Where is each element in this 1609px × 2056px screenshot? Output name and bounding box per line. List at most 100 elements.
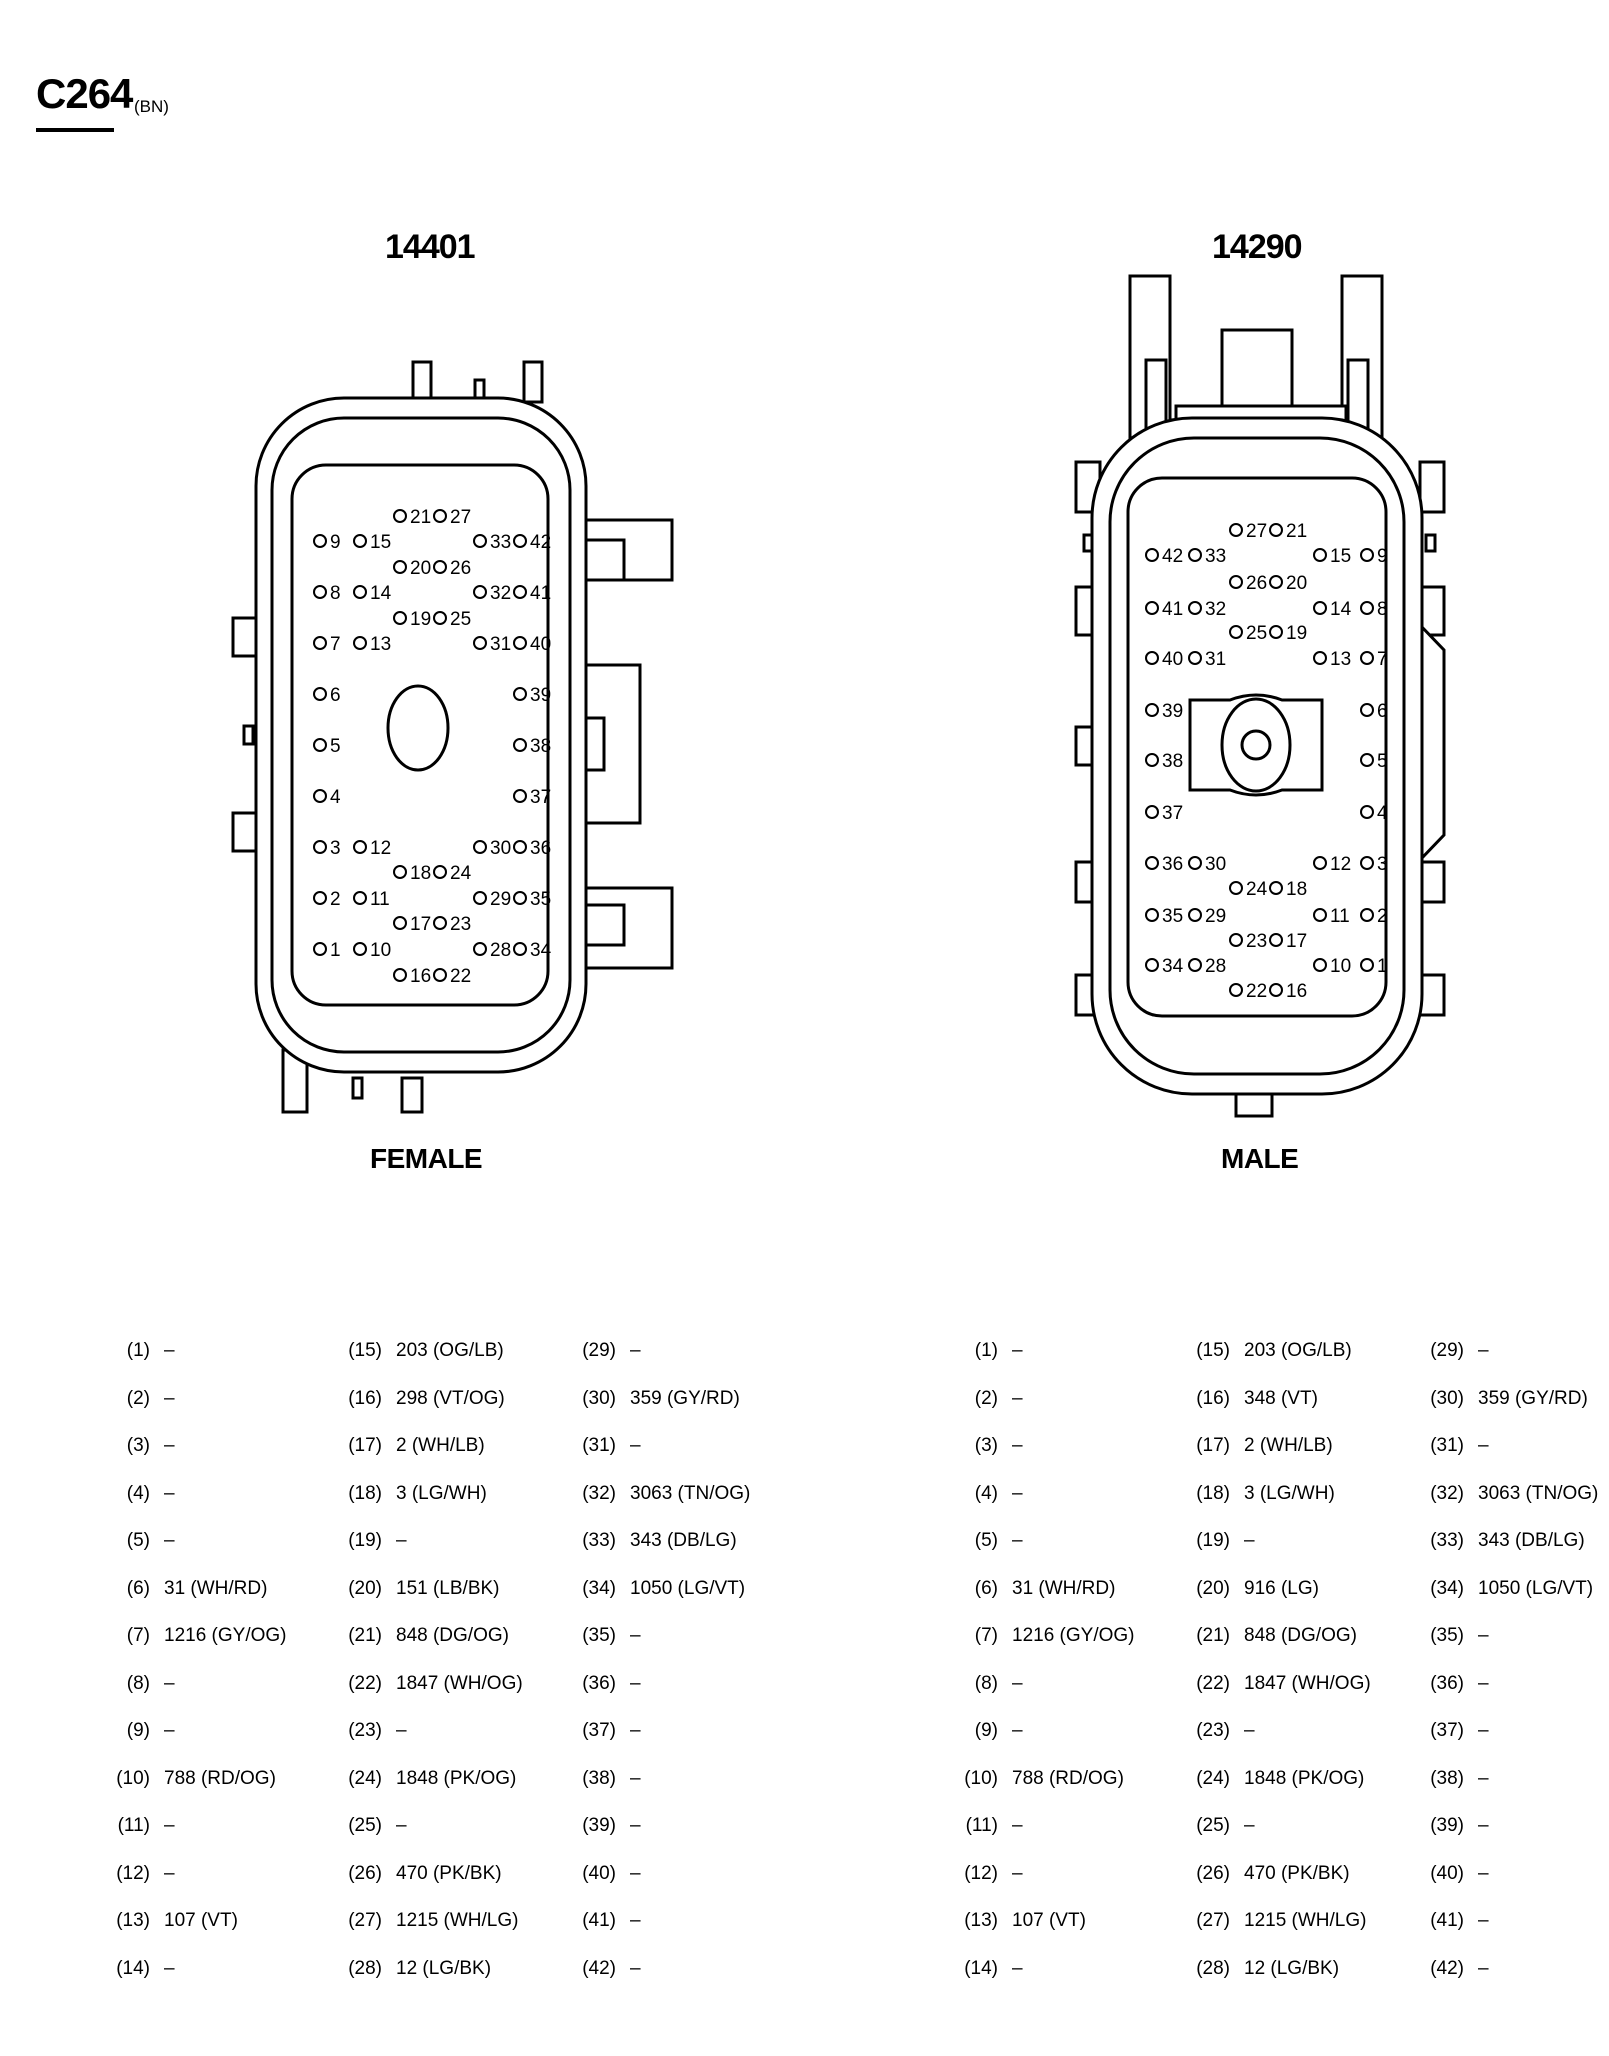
male-pin-label: 37 bbox=[1162, 803, 1183, 824]
female-pin-cavity bbox=[433, 611, 447, 625]
circuit-value: – bbox=[630, 1720, 641, 1741]
pin-number: (5) bbox=[974, 1530, 998, 1551]
male-pin-cavity bbox=[1269, 933, 1283, 947]
female-pin-label: 19 bbox=[410, 609, 431, 630]
male-pin-label: 40 bbox=[1162, 649, 1183, 670]
male-pin-label: 19 bbox=[1286, 623, 1307, 644]
female-pin-cavity bbox=[433, 916, 447, 930]
circuit-value: – bbox=[1478, 1862, 1489, 1884]
pin-number: (24) bbox=[348, 1767, 382, 1789]
circuit-value: 848 (DG/OG) bbox=[396, 1625, 509, 1646]
pin-number: (6) bbox=[126, 1577, 150, 1599]
female-pin-label: 18 bbox=[410, 863, 431, 884]
female-part-number: 14401 bbox=[385, 228, 476, 266]
circuit-value: – bbox=[164, 1482, 175, 1504]
male-part-number: 14290 bbox=[1212, 228, 1303, 266]
circuit-value: – bbox=[1012, 1340, 1023, 1361]
female-pin-label: 35 bbox=[530, 889, 551, 910]
pin-number: (8) bbox=[974, 1672, 998, 1694]
male-pin-label: 35 bbox=[1162, 906, 1183, 927]
circuit-value: – bbox=[1012, 1435, 1023, 1456]
male-pin-cavity bbox=[1313, 908, 1327, 922]
male-pin-cavity bbox=[1269, 625, 1283, 639]
circuit-value: 343 (DB/LG) bbox=[1478, 1530, 1585, 1551]
pin-number: (29) bbox=[1430, 1340, 1464, 1361]
circuit-value: – bbox=[630, 1340, 641, 1361]
pin-number: (14) bbox=[964, 1957, 998, 1979]
pin-number: (8) bbox=[126, 1672, 150, 1694]
male-pin-cavity bbox=[1269, 523, 1283, 537]
circuit-value: 12 (LG/BK) bbox=[1244, 1957, 1340, 1979]
circuit-value: – bbox=[1478, 1672, 1489, 1694]
circuit-value: – bbox=[1478, 1767, 1489, 1789]
circuit-value: – bbox=[396, 1720, 407, 1741]
female-pin-cavity bbox=[353, 636, 367, 650]
male-pin-label: 3 bbox=[1377, 854, 1388, 875]
circuit-value: 3 (LG/WH) bbox=[1244, 1482, 1335, 1504]
circuit-value: 151 (LB/BK) bbox=[396, 1577, 500, 1599]
circuit-value: – bbox=[630, 1625, 641, 1646]
circuit-value: – bbox=[164, 1387, 175, 1409]
circuit-value: 12 (LG/BK) bbox=[396, 1957, 492, 1979]
female-pin-label: 20 bbox=[410, 558, 431, 579]
female-pin-cavity bbox=[313, 687, 327, 701]
circuit-value: – bbox=[630, 1910, 641, 1931]
male-pin-label: 22 bbox=[1246, 981, 1267, 1002]
female-pin-cavity bbox=[433, 560, 447, 574]
male-pin-cavity bbox=[1360, 703, 1374, 717]
circuit-value: 31 (WH/RD) bbox=[1012, 1577, 1116, 1599]
pin-number: (15) bbox=[348, 1340, 382, 1361]
pin-number: (13) bbox=[116, 1910, 150, 1931]
male-pin-label: 32 bbox=[1205, 599, 1226, 620]
pin-number: (27) bbox=[1196, 1910, 1230, 1931]
pin-number: (4) bbox=[126, 1482, 150, 1504]
circuit-value: 1215 (WH/LG) bbox=[1244, 1910, 1367, 1931]
male-pin-label: 16 bbox=[1286, 981, 1307, 1002]
female-pin-label: 5 bbox=[330, 736, 341, 757]
female-pin-label: 24 bbox=[450, 863, 472, 884]
circuit-value: 1848 (PK/OG) bbox=[396, 1767, 517, 1789]
pin-number: (42) bbox=[1430, 1957, 1464, 1979]
male-pin-label: 21 bbox=[1286, 521, 1307, 542]
pin-number: (40) bbox=[582, 1862, 616, 1884]
pin-number: (22) bbox=[1196, 1672, 1230, 1694]
male-pin-label: 12 bbox=[1330, 854, 1351, 875]
circuit-value: – bbox=[396, 1530, 407, 1551]
female-pin-label: 16 bbox=[410, 966, 431, 987]
pin-number: (37) bbox=[1430, 1720, 1464, 1741]
male-pin-cavity bbox=[1360, 651, 1374, 665]
female-pin-cavity bbox=[313, 942, 327, 956]
circuit-value: 470 (PK/BK) bbox=[396, 1862, 502, 1884]
male-pin-cavity bbox=[1229, 983, 1243, 997]
female-pin-cavity bbox=[513, 840, 527, 854]
male-pin-label: 14 bbox=[1330, 599, 1352, 620]
circuit-value: 359 (GY/RD) bbox=[1478, 1387, 1588, 1409]
male-pin-label: 34 bbox=[1162, 956, 1184, 977]
circuit-value: 2 (WH/LB) bbox=[1244, 1435, 1333, 1456]
circuit-value: – bbox=[164, 1815, 175, 1836]
female-pin-label: 3 bbox=[330, 838, 341, 859]
circuit-value: – bbox=[630, 1767, 641, 1789]
pin-number: (11) bbox=[965, 1815, 998, 1836]
pin-number: (21) bbox=[1196, 1625, 1230, 1646]
pin-number: (30) bbox=[582, 1387, 616, 1409]
male-pin-cavity bbox=[1145, 548, 1159, 562]
female-pin-label: 42 bbox=[530, 532, 551, 553]
circuit-value: – bbox=[1478, 1910, 1489, 1931]
female-pin-cavity bbox=[513, 534, 527, 548]
pin-number: (17) bbox=[348, 1435, 382, 1456]
pin-number: (19) bbox=[348, 1530, 382, 1551]
circuit-value: – bbox=[164, 1672, 175, 1694]
male-pin-label: 4 bbox=[1377, 803, 1388, 824]
male-pin-cavity bbox=[1145, 703, 1159, 717]
male-pin-label: 10 bbox=[1330, 956, 1351, 977]
female-pin-cavity bbox=[513, 585, 527, 599]
pin-number: (11) bbox=[117, 1815, 150, 1836]
male-pin-cavity bbox=[1229, 881, 1243, 895]
pin-number: (31) bbox=[582, 1435, 616, 1456]
male-pin-cavity bbox=[1145, 753, 1159, 767]
pin-number: (38) bbox=[1430, 1767, 1464, 1789]
pin-number: (3) bbox=[126, 1435, 150, 1456]
male-pin-cavity bbox=[1229, 523, 1243, 537]
circuit-value: – bbox=[1012, 1530, 1023, 1551]
